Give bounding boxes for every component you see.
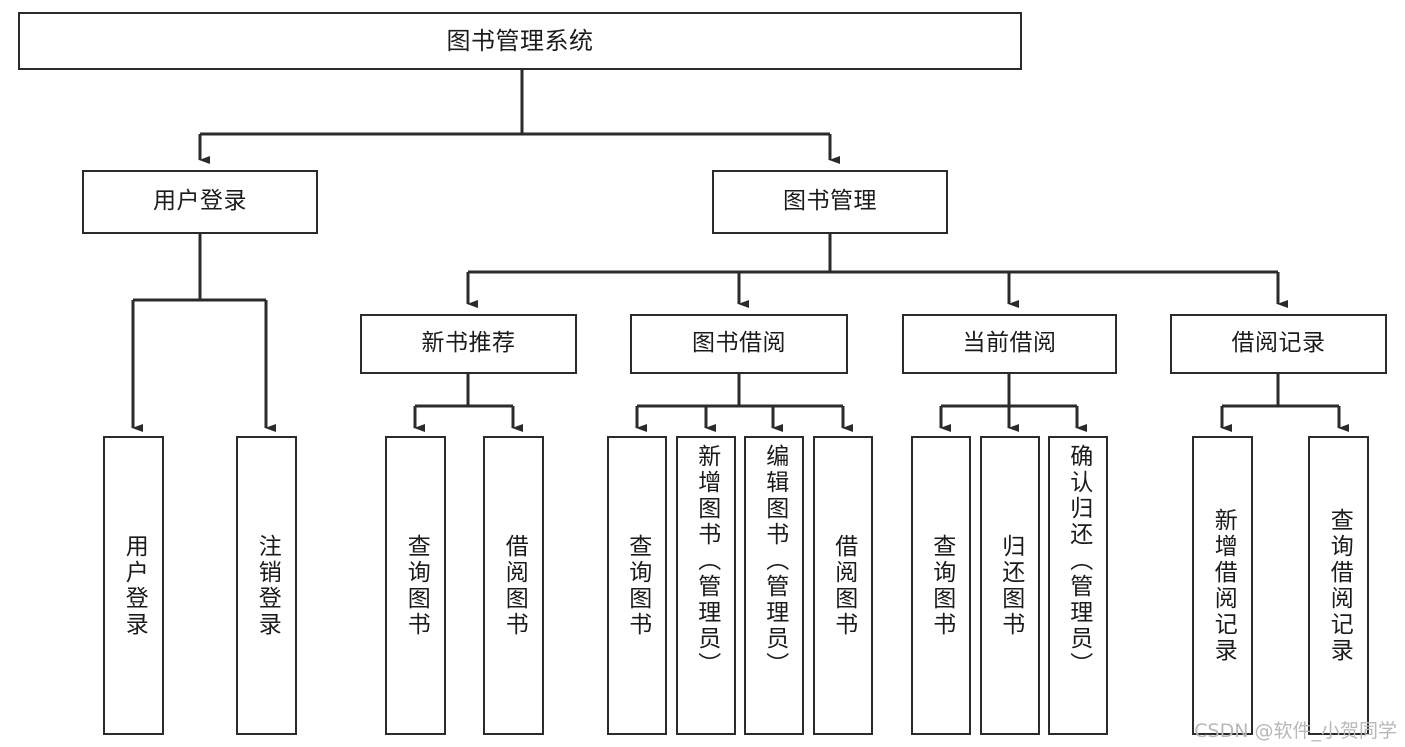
leaf-current-borrow-confirm-return-admin[interactable]: 确认归还（管理员） [1048, 436, 1108, 735]
node-label: 新增图书（管理员） [693, 444, 720, 678]
node-label: 注销登录 [254, 533, 281, 638]
node-borrow-record[interactable]: 借阅记录 [1170, 314, 1387, 374]
node-label: 查询图书 [403, 533, 430, 638]
leaf-book-borrow-edit-book-admin[interactable]: 编辑图书（管理员） [744, 436, 804, 735]
node-label: 借阅记录 [1231, 330, 1326, 357]
leaf-book-borrow-add-book-admin[interactable]: 新增图书（管理员） [676, 436, 736, 735]
leaf-current-borrow-query-book[interactable]: 查询图书 [911, 436, 971, 735]
node-label: 新书推荐 [421, 330, 516, 357]
node-label: 新增借阅记录 [1210, 507, 1237, 664]
leaf-current-borrow-return-book[interactable]: 归还图书 [980, 436, 1040, 735]
leaf-book-borrow-borrow-book[interactable]: 借阅图书 [813, 436, 873, 735]
node-label: 查询借阅记录 [1326, 507, 1353, 664]
node-label: 编辑图书（管理员） [761, 444, 788, 678]
node-root-book-management-system[interactable]: 图书管理系统 [18, 12, 1022, 70]
node-label: 归还图书 [997, 533, 1024, 638]
node-book-management[interactable]: 图书管理 [712, 170, 948, 234]
leaf-user-login-logout[interactable]: 注销登录 [236, 436, 297, 735]
node-label: 借阅图书 [830, 533, 857, 638]
node-label: 查询图书 [928, 533, 955, 638]
node-label: 借阅图书 [501, 533, 528, 638]
node-label: 查询图书 [624, 533, 651, 638]
node-label: 确认归还（管理员） [1065, 444, 1092, 678]
leaf-new-book-borrow-book[interactable]: 借阅图书 [483, 436, 544, 735]
node-label: 用户登录 [153, 188, 247, 215]
node-current-borrow[interactable]: 当前借阅 [902, 314, 1117, 374]
leaf-new-book-query-book[interactable]: 查询图书 [385, 436, 446, 735]
leaf-borrow-record-query-record[interactable]: 查询借阅记录 [1308, 436, 1369, 735]
node-label: 用户登录 [121, 533, 148, 638]
node-new-book-recommend[interactable]: 新书推荐 [360, 314, 577, 374]
node-label: 图书管理系统 [446, 26, 594, 55]
node-label: 当前借阅 [962, 330, 1057, 357]
leaf-book-borrow-query-book[interactable]: 查询图书 [607, 436, 667, 735]
node-label: 图书借阅 [692, 330, 786, 357]
node-label: 图书管理 [783, 188, 877, 215]
leaf-user-login-login[interactable]: 用户登录 [103, 436, 164, 735]
csdn-watermark: CSDN @软件_小贺同学 [1194, 720, 1397, 742]
leaf-borrow-record-add-record[interactable]: 新增借阅记录 [1192, 436, 1253, 735]
node-book-borrow[interactable]: 图书借阅 [630, 314, 848, 374]
node-user-login[interactable]: 用户登录 [82, 170, 318, 234]
